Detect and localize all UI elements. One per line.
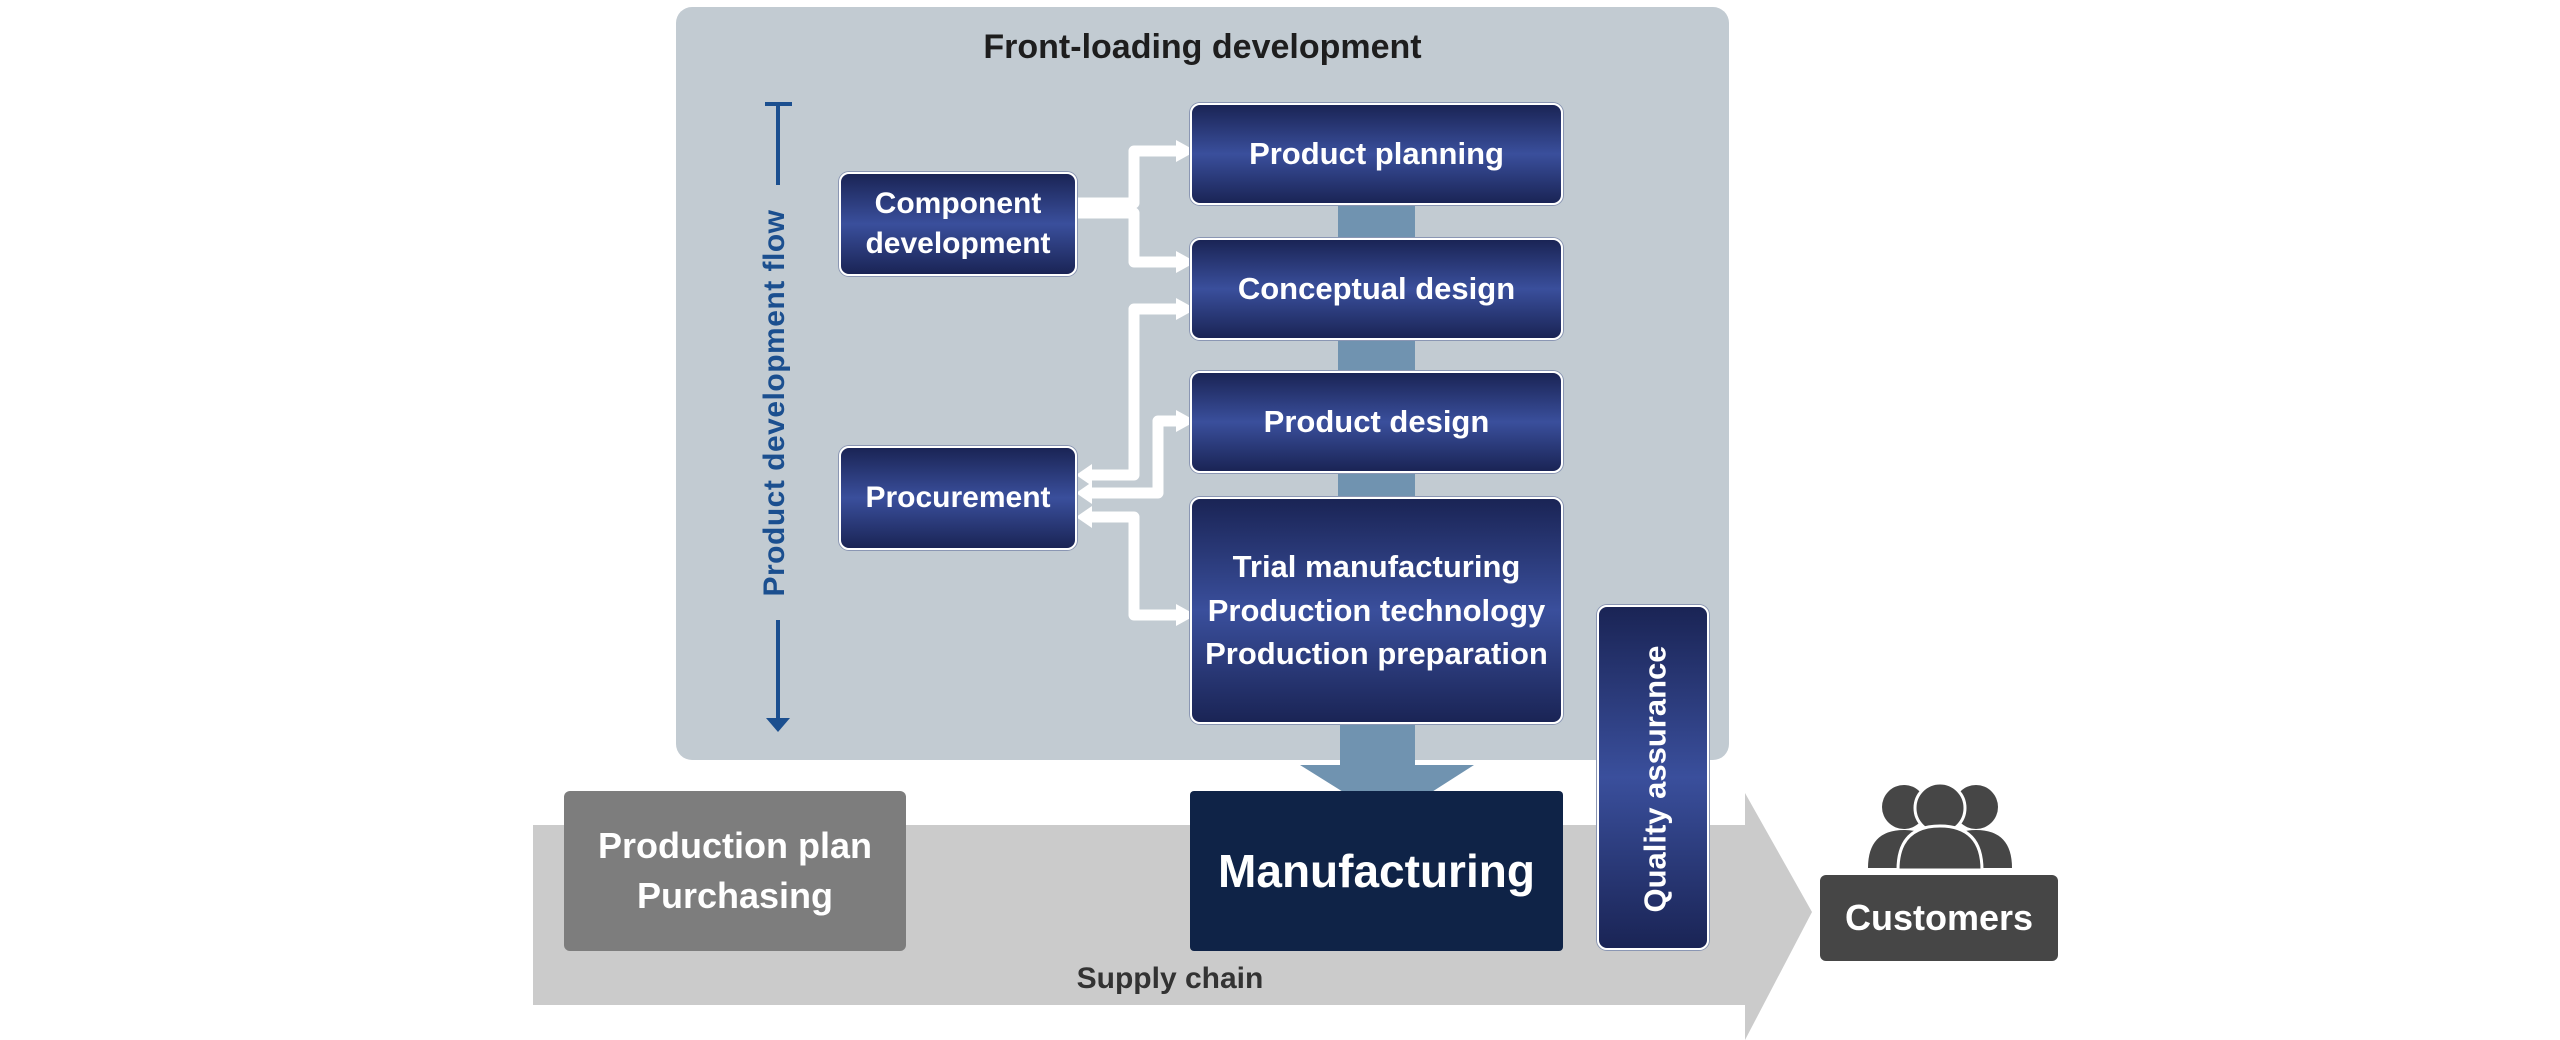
arrowhead: [1176, 298, 1196, 320]
stage-product-planning: Product planning: [1190, 103, 1563, 205]
stage-line: Production technology: [1207, 592, 1546, 628]
supply-chain-label: Supply chain: [1076, 962, 1264, 995]
quality-assurance-box: Quality assurance: [1597, 605, 1709, 950]
arrowhead: [1076, 464, 1092, 486]
procurement-label: Procurement: [865, 481, 1051, 514]
procurement-box: Procurement: [839, 446, 1077, 550]
component-line: Component: [874, 186, 1042, 220]
connector-procurement-trial: [1090, 511, 1178, 621]
connector-procurement-conceptual: [1090, 303, 1178, 481]
stage-connector: [1338, 205, 1415, 238]
stage-product-design: Product design: [1190, 371, 1563, 473]
arrowhead: [1076, 482, 1092, 504]
connector-component-conceptual: [1077, 207, 1178, 268]
stage-label: Product design: [1263, 404, 1490, 439]
product-development-flow-label: Product development flow: [758, 209, 791, 597]
production-line: Production plan: [598, 824, 872, 866]
arrowhead: [1176, 140, 1196, 162]
stage-connector: [1338, 473, 1415, 497]
stage-label: Conceptual design: [1237, 271, 1516, 306]
stage-trial-manufacturing: Trial manufacturing Production technolog…: [1190, 497, 1563, 724]
stage-label: Product planning: [1249, 136, 1504, 171]
component-line: development: [865, 227, 1051, 260]
stage-line: Trial manufacturing: [1232, 549, 1521, 585]
arrowhead: [1176, 410, 1196, 432]
stage-conceptual-design: Conceptual design: [1190, 238, 1563, 340]
arrowhead: [1076, 506, 1092, 528]
arrowhead: [1176, 604, 1196, 626]
people-group-icon: [1868, 781, 2012, 872]
down-arrow-to-manufacturing: [1300, 724, 1474, 820]
component-development-box: Component development: [839, 172, 1077, 276]
quality-assurance-label: Quality assurance: [1637, 645, 1673, 913]
customers-box: Customers: [1820, 875, 2058, 961]
flow-arrowhead: [766, 718, 790, 732]
manufacturing-label: Manufacturing: [1218, 845, 1535, 897]
production-line: Purchasing: [636, 875, 834, 916]
stage-connector: [1338, 340, 1415, 371]
production-plan-box: Production plan Purchasing: [564, 791, 906, 951]
frontloading-title: Front-loading development: [983, 28, 1422, 66]
flow-arrow: [765, 102, 792, 718]
manufacturing-box: Manufacturing: [1190, 791, 1563, 951]
stage-line: Production preparation: [1205, 636, 1548, 672]
connector-component-planning: [1077, 145, 1178, 209]
arrowhead: [1176, 251, 1196, 273]
customers-label: Customers: [1844, 897, 2034, 938]
connector-procurement-product: [1090, 415, 1178, 499]
